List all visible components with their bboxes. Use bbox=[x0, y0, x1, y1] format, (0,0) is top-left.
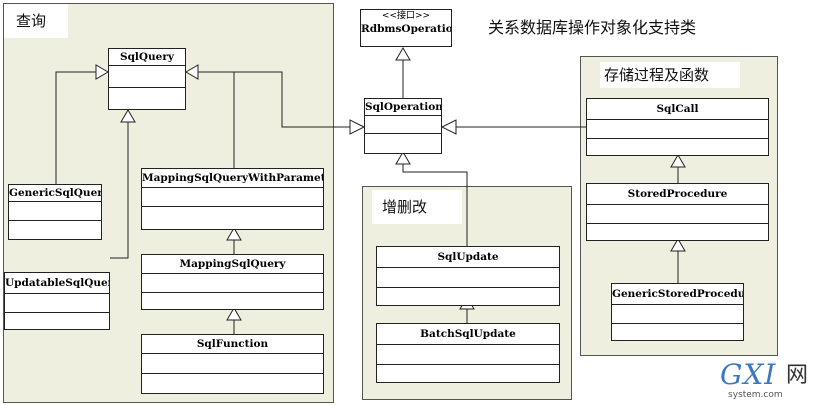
class-name: MappingSqlQuery bbox=[142, 255, 323, 274]
class-sql-update: SqlUpdate bbox=[376, 246, 560, 306]
class-attributes bbox=[587, 120, 768, 139]
class-operations bbox=[142, 293, 323, 308]
class-attributes bbox=[587, 205, 768, 224]
class-operations bbox=[109, 88, 185, 103]
class-operations bbox=[377, 365, 559, 380]
class-name: RdbmsOperation bbox=[361, 23, 451, 35]
class-attributes bbox=[377, 345, 559, 365]
class-name: MappingSqlQueryWithParameters bbox=[142, 169, 323, 188]
class-name: BatchSqlUpdate bbox=[377, 324, 559, 345]
class-operations bbox=[142, 207, 323, 222]
class-stored-procedure: StoredProcedure bbox=[586, 183, 769, 241]
logo-suffix: 网 bbox=[786, 363, 809, 388]
class-attributes bbox=[5, 294, 109, 313]
class-name: StoredProcedure bbox=[587, 184, 768, 205]
class-name: GenericStoredProcedure bbox=[612, 284, 743, 305]
class-attributes bbox=[142, 274, 323, 293]
class-sql-call: SqlCall bbox=[586, 98, 769, 156]
class-generic-sql-query: GenericSqlQuery bbox=[8, 184, 102, 240]
logo-brand: GXI bbox=[720, 358, 777, 391]
diagram-title: 关系数据库操作对象化支持类 bbox=[488, 18, 697, 37]
class-name: SqlCall bbox=[587, 99, 768, 120]
class-name: UpdatableSqlQuery bbox=[5, 273, 109, 294]
class-operations bbox=[587, 139, 768, 154]
class-attributes bbox=[142, 188, 323, 207]
class-operations bbox=[587, 224, 768, 239]
class-name: SqlUpdate bbox=[377, 247, 559, 268]
class-batch-sql-update: BatchSqlUpdate bbox=[376, 323, 560, 383]
class-generic-stored-procedure: GenericStoredProcedure bbox=[611, 283, 744, 341]
class-updatable-sql-query: UpdatableSqlQuery bbox=[4, 272, 110, 330]
logo-site: system.com bbox=[728, 390, 783, 400]
site-logo: GXI 网 system.com bbox=[720, 360, 818, 402]
package-query-label: 查询 bbox=[4, 4, 68, 38]
class-attributes bbox=[377, 268, 559, 288]
class-name: SqlOperation bbox=[365, 99, 441, 116]
package-update-label: 增删改 bbox=[372, 190, 462, 224]
class-attributes bbox=[142, 354, 323, 374]
class-operations bbox=[612, 324, 743, 339]
class-rdbms-operation: <<接口>> RdbmsOperation bbox=[360, 9, 452, 47]
class-attributes bbox=[612, 305, 743, 324]
class-sql-function: SqlFunction bbox=[141, 334, 324, 394]
class-operations bbox=[142, 374, 323, 389]
class-name: GenericSqlQuery bbox=[9, 185, 101, 202]
class-mapping-sql-query: MappingSqlQuery bbox=[141, 254, 324, 310]
class-attributes bbox=[9, 202, 101, 221]
class-name: SqlQuery bbox=[109, 49, 185, 66]
class-operations bbox=[9, 221, 101, 236]
class-operations bbox=[365, 134, 441, 149]
class-attributes bbox=[109, 66, 185, 88]
interface-stereotype: <<接口>> bbox=[381, 11, 431, 21]
class-mapping-sql-query-with-parameters: MappingSqlQueryWithParameters bbox=[141, 168, 324, 230]
class-operations bbox=[377, 288, 559, 303]
class-sql-query: SqlQuery bbox=[108, 48, 186, 110]
class-attributes bbox=[365, 116, 441, 134]
class-operations bbox=[5, 313, 109, 328]
package-stored-label: 存储过程及函数 bbox=[600, 62, 740, 88]
class-sql-operation: SqlOperation bbox=[364, 98, 442, 154]
class-name: SqlFunction bbox=[142, 335, 323, 354]
